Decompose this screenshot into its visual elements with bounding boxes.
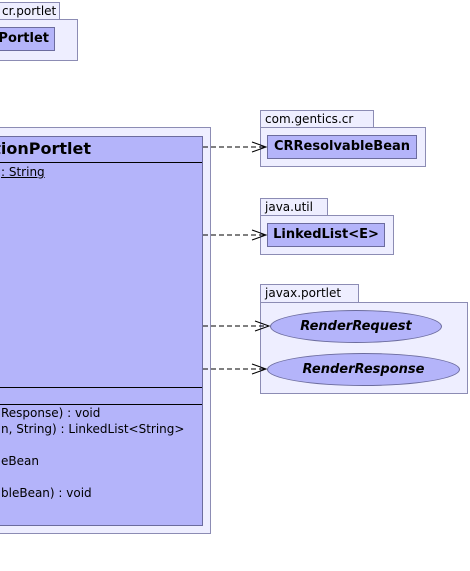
package-label: cr.portlet (2, 4, 57, 18)
class-portlet: Portlet (0, 27, 55, 51)
title-separator (0, 162, 202, 163)
package-label: com.gentics.cr (265, 112, 354, 126)
method-line-6: bleBean) : void (1, 486, 92, 500)
main-class: ctionPortlet : String Response) : void n… (0, 136, 203, 526)
class-label: Portlet (0, 31, 49, 46)
class-label: CRResolvableBean (273, 139, 411, 154)
class-linkedlist: LinkedList<E> (267, 223, 385, 247)
arrowhead-linkedlist (251, 229, 268, 241)
attribute-line: : String (1, 165, 45, 179)
interface-label: RenderRequest (300, 319, 412, 334)
method-line-4: eBean (1, 454, 39, 468)
main-class-title: ctionPortlet (0, 139, 91, 158)
interface-renderresponse: RenderResponse (267, 353, 460, 386)
package-tab-com-gentics-cr: com.gentics.cr (260, 110, 374, 128)
package-label: javax.portlet (265, 286, 342, 300)
arrowhead-renderresponse (251, 363, 268, 375)
method-line-1: Response) : void (1, 406, 101, 420)
package-label: java.util (265, 200, 313, 214)
arrowhead-crresolvablebean (251, 141, 268, 153)
class-label: LinkedList<E> (273, 227, 379, 242)
arrowhead-renderrequest (254, 320, 271, 332)
attribute-separator (0, 387, 202, 388)
method-separator (0, 404, 202, 405)
interface-label: RenderResponse (302, 362, 425, 377)
method-line-2: n, String) : LinkedList<String> (1, 422, 185, 436)
class-crresolvablebean: CRResolvableBean (267, 135, 417, 159)
interface-renderrequest: RenderRequest (270, 310, 442, 343)
